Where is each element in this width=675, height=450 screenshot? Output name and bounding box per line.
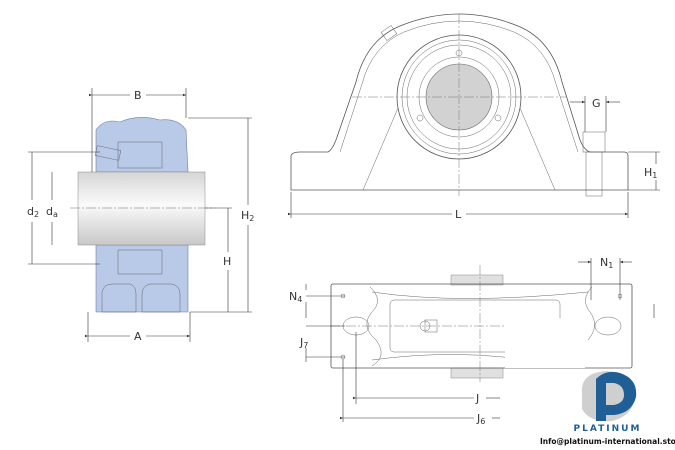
platinum-logo: PLATINUM Info@platinum-international.sto… bbox=[540, 365, 675, 450]
dim-label-A: A bbox=[134, 330, 142, 343]
dim-label-H: H bbox=[223, 255, 231, 268]
dim-label-G: G bbox=[592, 97, 601, 110]
dim-label-L: L bbox=[455, 208, 462, 221]
dim-label-J7: J7 bbox=[299, 336, 308, 350]
dim-label-J: J bbox=[475, 392, 479, 405]
dim-label-B: B bbox=[134, 89, 142, 102]
dim-label-J6: J6 bbox=[476, 412, 485, 426]
grease-nipple bbox=[380, 25, 398, 41]
bolt-nut bbox=[582, 131, 606, 153]
dim-label-H2: H2 bbox=[241, 209, 254, 223]
contact-email: Info@platinum-international.store bbox=[540, 437, 675, 446]
front-view: G L H1 bbox=[288, 13, 660, 221]
platinum-p-icon bbox=[581, 371, 637, 422]
top-view: N4 J7 J J6 N1 bbox=[289, 256, 655, 426]
dim-label-N1: N1 bbox=[600, 256, 613, 270]
dim-label-d2: d2 bbox=[27, 205, 39, 219]
shaft bbox=[77, 171, 206, 246]
dim-label-N4: N4 bbox=[289, 290, 302, 304]
side-section-view: B A d2 da H2 H bbox=[27, 88, 254, 343]
dim-label-da: da bbox=[46, 205, 58, 219]
housing-cap bbox=[95, 117, 189, 173]
dim-label-H1: H1 bbox=[644, 166, 657, 180]
bolt bbox=[585, 151, 603, 197]
logo-name: PLATINUM bbox=[573, 424, 642, 434]
